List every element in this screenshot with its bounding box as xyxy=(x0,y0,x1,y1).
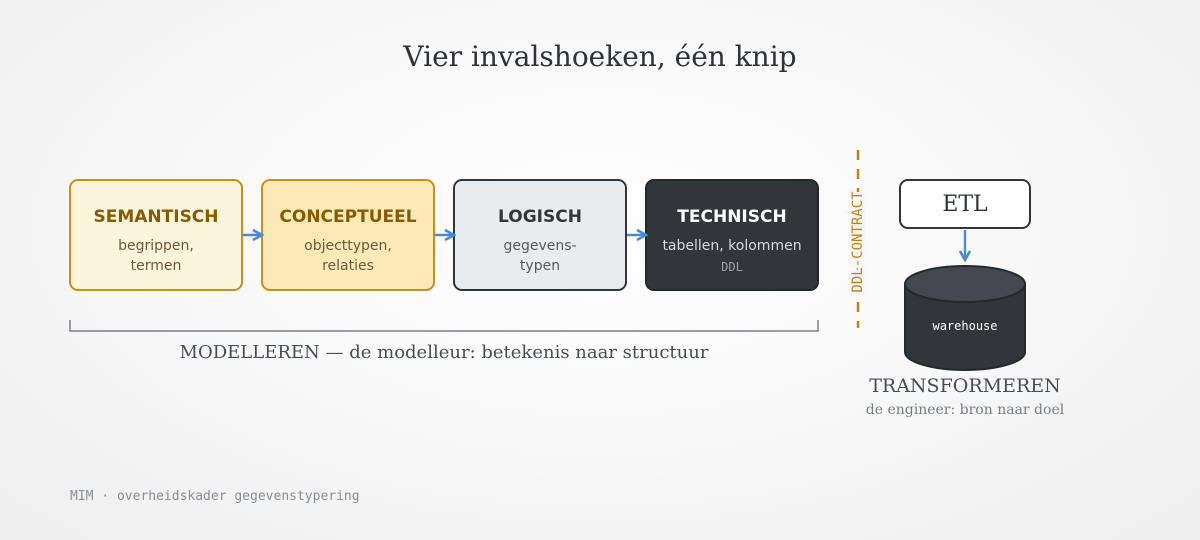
transform-subtitle: de engineer: bron naar doel xyxy=(866,402,1065,418)
warehouse-label: warehouse xyxy=(932,319,997,333)
stage-description: objecttypen, xyxy=(304,238,392,254)
etl-label: ETL xyxy=(942,192,988,217)
stage-description: relaties xyxy=(322,258,374,274)
etl-box xyxy=(899,179,1031,229)
stage-description: tabellen, kolommen xyxy=(662,238,801,254)
transform-title: TRANSFORMEREN xyxy=(869,375,1061,397)
stage-title: SEMANTISCH xyxy=(93,207,218,227)
stage-description: DDL xyxy=(721,260,743,274)
stage-description: termen xyxy=(131,258,182,274)
stage-title: CONCEPTUEEL xyxy=(279,207,416,227)
stage-title: LOGISCH xyxy=(498,207,582,227)
stage-description: gegevens- xyxy=(503,238,576,254)
stage-technisch: TECHNISCH tabellen, kolommen DDL xyxy=(645,179,819,291)
stage-description: typen xyxy=(520,258,560,274)
modelling-bracket xyxy=(69,320,819,332)
modelling-label: MODELLEREN — de modelleur: betekenis naa… xyxy=(180,342,709,363)
footer-note: MIM · overheidskader gegevenstypering xyxy=(70,489,360,504)
stage-conceptueel: CONCEPTUEEL objecttypen, relaties xyxy=(261,179,435,291)
stage-logisch: LOGISCH gegevens- typen xyxy=(453,179,627,291)
stage-semantisch: SEMANTISCH begrippen, termen xyxy=(69,179,243,291)
diagram-title: Vier invalshoeken, één knip xyxy=(402,40,796,73)
contract-label: DDL-CONTRACT xyxy=(850,191,866,293)
warehouse-cylinder: warehouse xyxy=(904,265,1026,371)
stage-title: TECHNISCH xyxy=(677,207,786,227)
stage-description: begrippen, xyxy=(118,238,194,254)
